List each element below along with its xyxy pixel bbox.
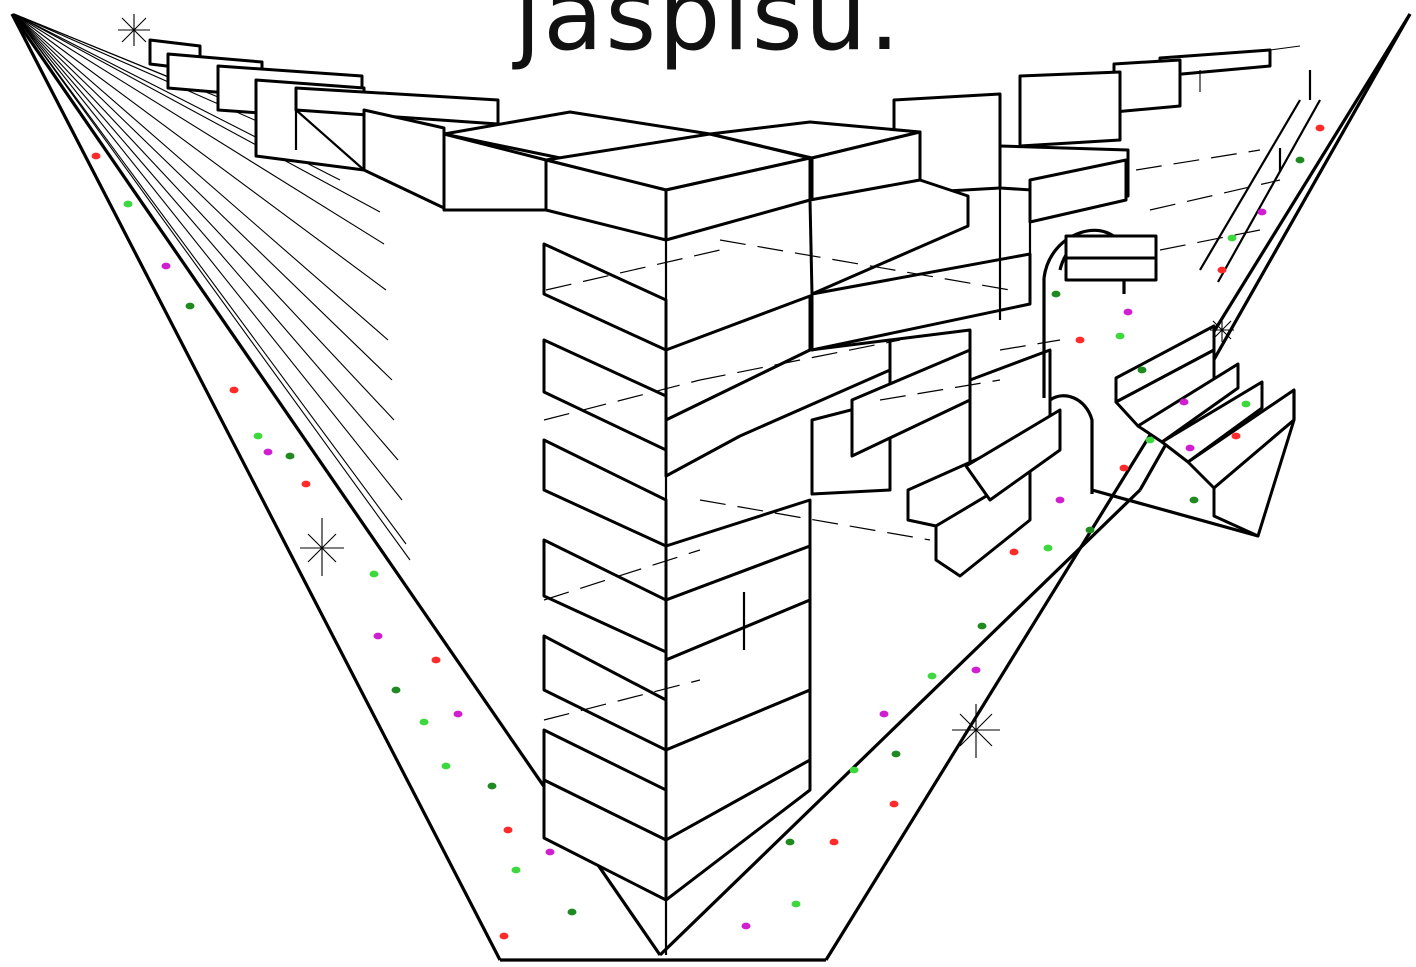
drawing-title: jaspisu. [513, 0, 903, 73]
street-dot [1227, 234, 1237, 242]
street-dot [441, 762, 451, 770]
street-dot [369, 570, 379, 578]
street-dot [1179, 398, 1189, 406]
sparkle-marks [118, 14, 1234, 758]
street-dot [1217, 266, 1227, 274]
street-dot [499, 932, 509, 940]
street-dot [253, 432, 263, 440]
street-dot [891, 750, 901, 758]
street-dot [185, 302, 195, 310]
street-dot [487, 782, 497, 790]
street-dot [431, 656, 441, 664]
street-dot [1075, 336, 1085, 344]
street-dot [1115, 332, 1125, 340]
street-dot [453, 710, 463, 718]
left-box-row [148, 38, 500, 210]
street-dot [1051, 290, 1061, 298]
street-dot [1055, 496, 1065, 504]
street-dot [1295, 156, 1305, 164]
street-dot [161, 262, 171, 270]
vanishing-ray [13, 13, 301, 141]
staircase [1091, 324, 1296, 538]
street-dot [849, 766, 859, 774]
vanishing-ray [13, 13, 407, 545]
street-dot [1257, 208, 1267, 216]
street-dot [285, 452, 295, 460]
street-dot [1085, 526, 1095, 534]
vanishing-ray [13, 13, 403, 501]
street-dot [1189, 496, 1199, 504]
street-dot [879, 710, 889, 718]
street-dot [263, 448, 273, 456]
main-tower [442, 110, 922, 955]
street-dot [1123, 308, 1133, 316]
middle-buildings [808, 178, 1062, 578]
vanishing-ray [13, 13, 385, 245]
street-dot [545, 848, 555, 856]
street-dot [1145, 436, 1155, 444]
street-dot [419, 718, 429, 726]
street-dot [889, 800, 899, 808]
archway [1042, 228, 1158, 494]
street-dot [1315, 124, 1325, 132]
street-dot [391, 686, 401, 694]
vanishing-rays [13, 13, 411, 561]
street-dot [511, 866, 521, 874]
street-dot [977, 622, 987, 630]
vanishing-ray [13, 13, 381, 213]
street-dot [785, 838, 795, 846]
street-dot [503, 826, 513, 834]
street-dot [567, 908, 577, 916]
street-dot [1009, 548, 1019, 556]
vanishing-ray [13, 13, 387, 291]
street-dot [1231, 432, 1241, 440]
street-dot [229, 386, 239, 394]
street-dot [1241, 400, 1251, 408]
vanishing-ray [13, 13, 393, 381]
street-dot [91, 152, 101, 160]
street-dot [1185, 444, 1195, 452]
street-dot [123, 200, 133, 208]
street-dot [741, 922, 751, 930]
vanishing-ray [13, 13, 411, 561]
right-curb-lines [1199, 70, 1321, 283]
street-dot [927, 672, 937, 680]
street-dot [301, 480, 311, 488]
street-dot [791, 900, 801, 908]
vanishing-ray [13, 13, 399, 461]
vanishing-ray [13, 13, 395, 421]
street-dot [1043, 544, 1053, 552]
street-dot [1137, 366, 1147, 374]
construction-lines [543, 149, 1281, 721]
street-dot [373, 632, 383, 640]
street-dot [1119, 464, 1129, 472]
street-dot [971, 666, 981, 674]
vanishing-ray [13, 13, 389, 341]
colored-dots [91, 124, 1325, 940]
street-dot [829, 838, 839, 846]
